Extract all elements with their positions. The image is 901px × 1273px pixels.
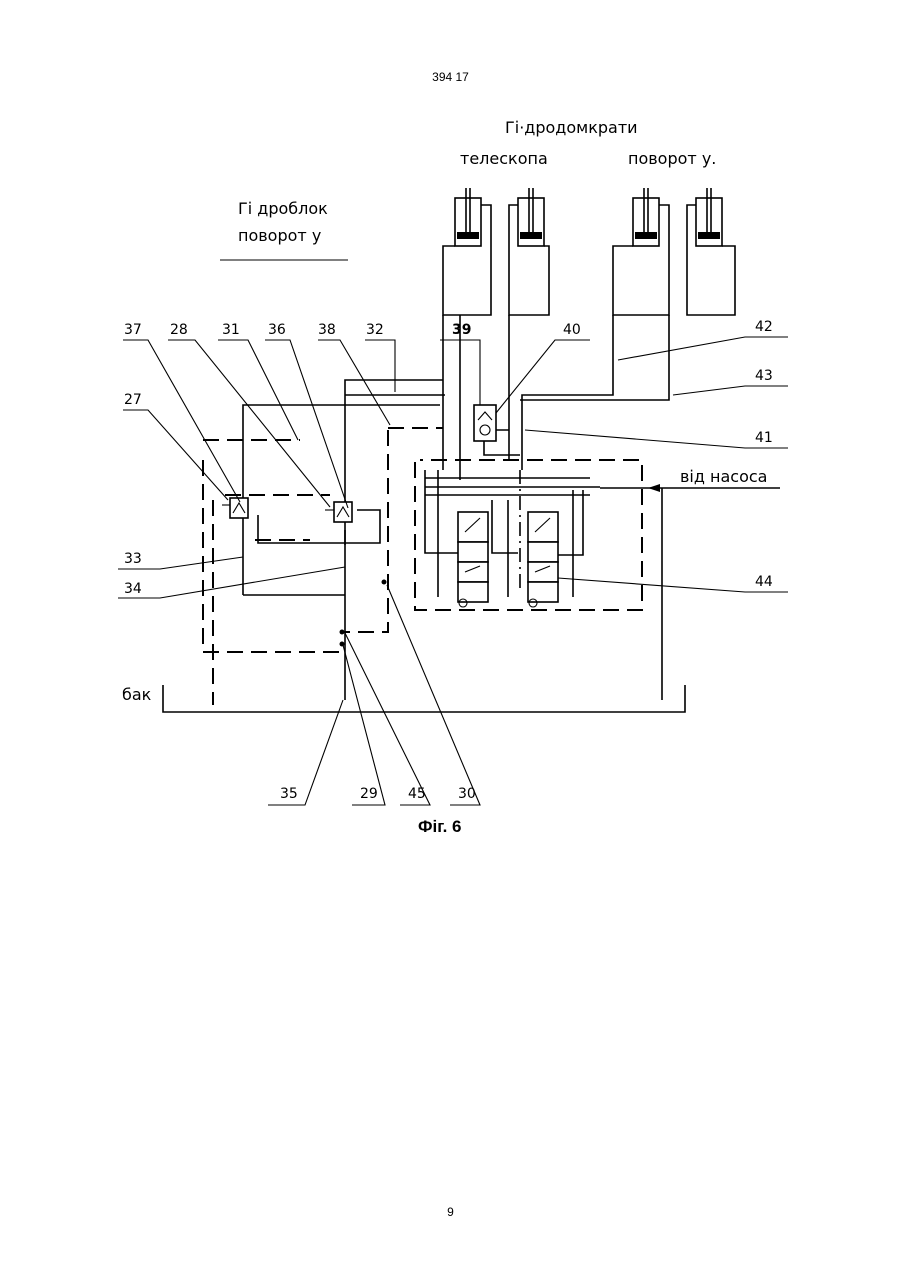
callout-39: 39 — [452, 322, 471, 338]
callout-45: 45 — [408, 786, 426, 802]
jack-rotation-2 — [696, 188, 722, 246]
callout-28: 28 — [170, 322, 188, 338]
from-pump-label: від насоса — [680, 467, 767, 486]
block-label-line2: поворот у — [238, 226, 321, 245]
figure-caption: Фіг. 6 — [418, 817, 462, 836]
callout-35: 35 — [280, 786, 298, 802]
spool-valve-left — [458, 512, 488, 607]
page-footer-number: 9 — [0, 1205, 901, 1219]
throttle-30 — [382, 580, 387, 585]
tank-label: бак — [122, 685, 152, 704]
jack-telescope-2 — [518, 188, 544, 246]
throttle-29 — [340, 630, 345, 647]
check-valve-39 — [474, 405, 496, 441]
callout-41: 41 — [755, 430, 773, 446]
callout-31: 31 — [222, 322, 240, 338]
callout-37: 37 — [124, 322, 142, 338]
jack-piping — [345, 205, 735, 700]
rotation-block-circuit — [225, 405, 440, 595]
callout-27: 27 — [124, 392, 142, 408]
relief-valve-27 — [222, 498, 248, 518]
rotation-block-enclosure — [203, 428, 443, 705]
callout-40: 40 — [563, 322, 581, 338]
callout-44: 44 — [755, 574, 773, 590]
tank — [163, 685, 685, 712]
jacks-title: Гі·дродомкрати — [505, 118, 638, 137]
callout-33: 33 — [124, 551, 142, 567]
telescope-label: телескопа — [460, 149, 548, 168]
callout-30: 30 — [458, 786, 476, 802]
rotation-jacks-label: поворот у. — [628, 149, 716, 168]
spool-valve-right — [528, 512, 558, 607]
callout-42: 42 — [755, 319, 773, 335]
jack-rotation-1 — [633, 188, 659, 246]
callout-32: 32 — [366, 322, 384, 338]
jack-telescope-1 — [455, 188, 481, 246]
callout-leaders — [118, 337, 788, 805]
callout-36: 36 — [268, 322, 286, 338]
block-label-line1: Гі дроблок — [238, 199, 328, 218]
callout-43: 43 — [755, 368, 773, 384]
callout-38: 38 — [318, 322, 336, 338]
callout-34: 34 — [124, 581, 142, 597]
callout-29: 29 — [360, 786, 378, 802]
